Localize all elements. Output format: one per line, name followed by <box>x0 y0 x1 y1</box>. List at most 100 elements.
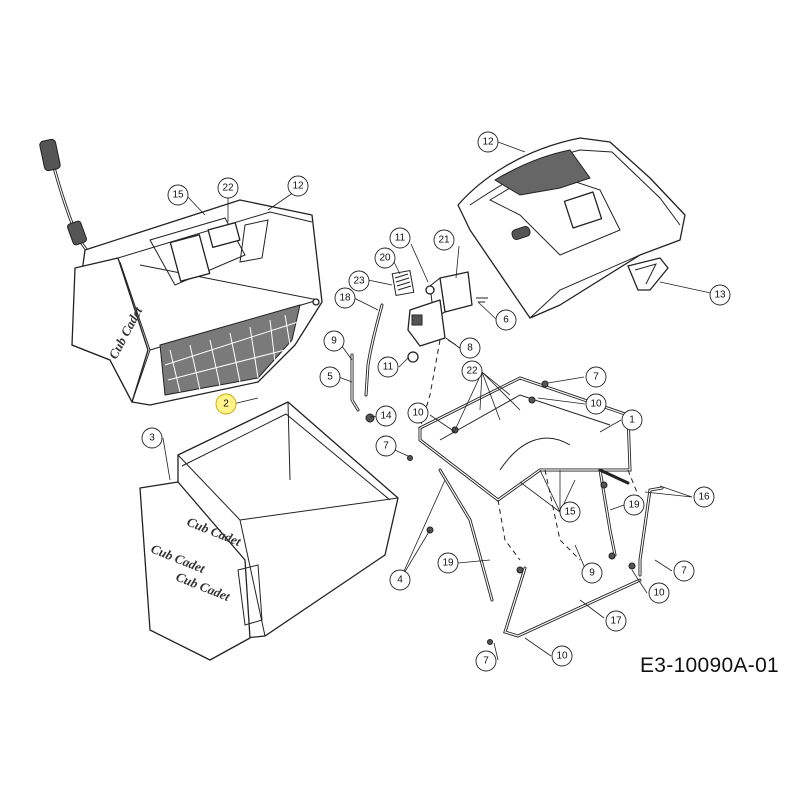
callout-label: 11 <box>383 362 394 373</box>
callout-16: 16 <box>693 486 715 508</box>
leader-lines <box>162 141 721 661</box>
callout-7: 7 <box>375 435 397 457</box>
callout-circle <box>141 427 163 449</box>
callout-label: 20 <box>379 253 391 264</box>
callout-label: 12 <box>482 137 494 148</box>
callout-label: 10 <box>653 588 665 599</box>
callout-label: 4 <box>397 575 403 586</box>
callout-label: 10 <box>412 408 424 419</box>
callout-label: 7 <box>593 372 599 383</box>
callout-circle <box>374 247 396 269</box>
callout-label: 16 <box>698 492 710 503</box>
part-8-bracket <box>407 299 446 347</box>
callout-19: 19 <box>623 494 645 516</box>
callout-12: 12 <box>477 131 499 153</box>
callout-label: 15 <box>564 507 576 518</box>
callout-label: 19 <box>442 558 454 569</box>
callout-label: 15 <box>172 190 184 201</box>
callout-circle <box>437 552 459 574</box>
callout-label: 21 <box>438 235 450 246</box>
callout-14: 14 <box>375 405 397 427</box>
callout-11: 11 <box>389 227 411 249</box>
callout-label: 3 <box>149 433 155 444</box>
callout-label: 13 <box>714 290 726 301</box>
part-11-nut <box>425 285 435 295</box>
callout-20: 20 <box>374 247 396 269</box>
callout-12: 12 <box>287 175 309 197</box>
callout-13: 13 <box>709 284 731 306</box>
callout-label: 7 <box>483 656 489 667</box>
callout-9: 9 <box>323 330 345 352</box>
callout-23: 23 <box>348 270 370 292</box>
part-3-side-panel <box>139 481 251 661</box>
callout-label: 7 <box>383 441 389 452</box>
callout-label: 8 <box>467 343 473 354</box>
callout-circle <box>348 270 370 292</box>
callout-circle <box>334 287 356 309</box>
callout-4: 4 <box>389 569 411 591</box>
callout-label: 14 <box>380 411 392 422</box>
callout-2: 2 <box>215 393 237 415</box>
callout-22: 22 <box>217 177 239 199</box>
callout-circle <box>621 409 643 431</box>
callout-label: 10 <box>590 399 602 410</box>
callout-circle <box>459 337 481 359</box>
catcher-mesh <box>159 304 301 396</box>
callout-label: 23 <box>353 276 365 287</box>
callout-5: 5 <box>319 366 341 388</box>
hardware-cluster <box>350 270 488 423</box>
frame-assembly <box>407 339 664 645</box>
callout-6: 6 <box>495 309 517 331</box>
callout-circle <box>433 229 455 251</box>
catcher-lid <box>457 137 686 319</box>
callout-10: 10 <box>551 645 573 667</box>
callout-label: 18 <box>339 293 351 304</box>
callout-circle <box>605 610 627 632</box>
callout-circle <box>167 184 189 206</box>
callout-circle <box>693 486 715 508</box>
callout-15: 15 <box>167 184 189 206</box>
callout-circle <box>585 393 607 415</box>
callout-22: 22 <box>461 360 483 382</box>
callout-1: 1 <box>621 409 643 431</box>
callout-10: 10 <box>648 582 670 604</box>
callout-circle <box>648 582 670 604</box>
callout-circle <box>461 360 483 382</box>
callout-label: 11 <box>395 233 406 244</box>
callout-8: 8 <box>459 337 481 359</box>
handle-grip <box>39 138 61 172</box>
assembled-grass-catcher: Cub Cadet <box>39 138 323 406</box>
callout-label: 2 <box>223 399 229 410</box>
part-11-knob <box>407 351 419 363</box>
callout-label: 19 <box>628 500 640 511</box>
callout-circle <box>287 175 309 197</box>
callout-10: 10 <box>585 393 607 415</box>
callout-label: 9 <box>331 336 337 347</box>
callout-3: 3 <box>141 427 163 449</box>
callout-label: 6 <box>503 315 509 326</box>
part-21-bracket <box>439 271 473 313</box>
bag-liner-assembly: Cub Cadet Cub Cadet Cub Cadet <box>139 401 399 661</box>
callout-label: 17 <box>610 616 622 627</box>
callout-circle <box>585 366 607 388</box>
callout-7: 7 <box>475 650 497 672</box>
catcher-handle <box>50 158 97 264</box>
callout-label: 12 <box>292 181 304 192</box>
callout-label: 9 <box>589 568 595 579</box>
callout-circle <box>709 284 731 306</box>
callout-circle <box>375 435 397 457</box>
callout-circle <box>559 501 581 523</box>
callout-label: 10 <box>556 651 568 662</box>
callout-11: 11 <box>377 356 399 378</box>
callout-circle <box>477 131 499 153</box>
callout-circle <box>375 405 397 427</box>
callout-circle <box>389 227 411 249</box>
callout-21: 21 <box>433 229 455 251</box>
callout-7: 7 <box>585 366 607 388</box>
callout-10: 10 <box>407 402 429 424</box>
callout-label: 7 <box>681 566 687 577</box>
callout-19: 19 <box>437 552 459 574</box>
callout-17: 17 <box>605 610 627 632</box>
